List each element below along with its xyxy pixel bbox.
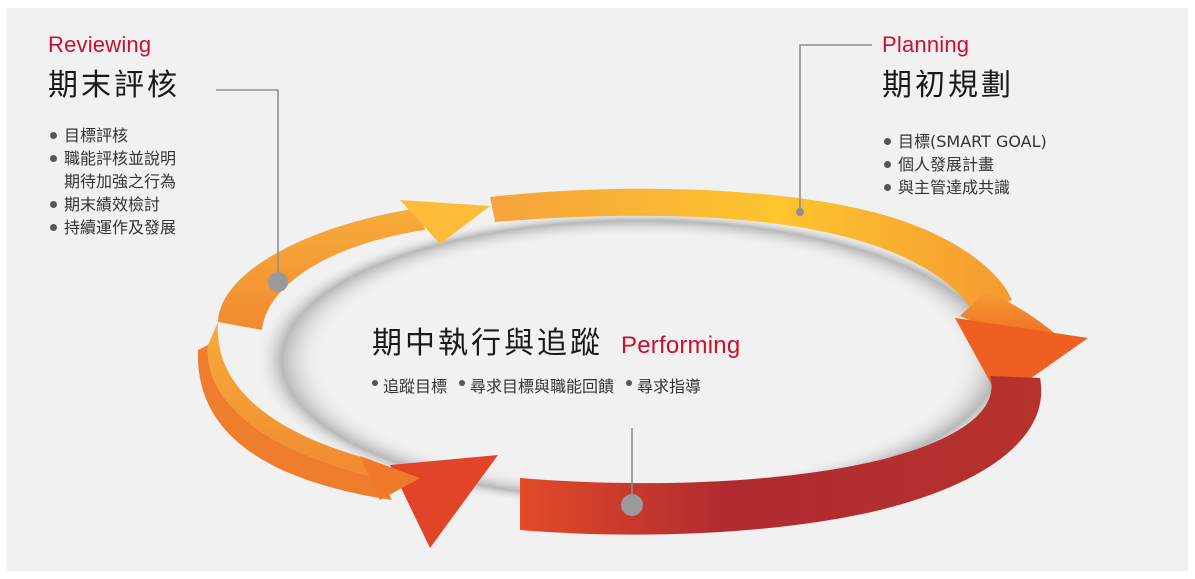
connector-reviewing [216, 89, 279, 282]
connector-dot-planning [796, 208, 804, 216]
reviewing-bullet-continued: 期待加強之行為 [64, 172, 177, 191]
reviewing-bullet: 持續運作及發展 [50, 216, 176, 239]
arrowhead-right [955, 318, 1088, 400]
arrowhead-left [360, 456, 420, 500]
reviewing-bullet: 期末績效檢討 [50, 193, 176, 216]
performing-bullet: 尋求目標與職能回饋 [459, 373, 614, 397]
arc-left-lower [197, 345, 392, 500]
reviewing-bullet: 目標評核 [50, 124, 176, 147]
planning-en-title: Planning [882, 32, 970, 57]
arrowhead-top-left [400, 200, 490, 244]
reviewing-en-title: Reviewing [48, 32, 152, 57]
performing-bullets: 追蹤目標 尋求目標與職能回饋 尋求指導 [372, 373, 701, 397]
planning-bullet: 個人發展計畫 [884, 153, 1047, 176]
reviewing-section: Reviewing 期末評核 [48, 32, 180, 104]
performing-en-title: Performing [621, 332, 741, 359]
planning-bullet: 目標(SMART GOAL) [884, 130, 1047, 153]
arc-bottom [520, 376, 1042, 535]
planning-bullets: 目標(SMART GOAL) 個人發展計畫 與主管達成共識 [884, 130, 1047, 199]
diagram-canvas [7, 8, 1188, 571]
cycle-diagram [197, 44, 1088, 548]
planning-bullet: 與主管達成共識 [884, 176, 1047, 199]
arc-left [207, 322, 380, 478]
connector-dot-performing [621, 494, 643, 516]
arrowhead-bottom-left [390, 455, 498, 548]
ring-shadow [255, 210, 1025, 510]
planning-section: Planning 期初規劃 [882, 32, 1014, 104]
reviewing-bullet: 職能評核並說明 [50, 147, 176, 170]
reviewing-zh-title: 期末評核 [48, 68, 180, 103]
arc-top-left [218, 208, 425, 330]
connector-planning [799, 44, 872, 212]
performing-bullet: 尋求指導 [626, 373, 701, 397]
arc-top [490, 188, 1012, 315]
performing-bullet: 追蹤目標 [372, 373, 447, 397]
reviewing-bullets: 目標評核 職能評核並說明 期待加強之行為 期末績效檢討 持續運作及發展 [50, 124, 176, 239]
planning-zh-title: 期初規劃 [882, 68, 1014, 103]
performing-section: 期中執行與追蹤 Performing [372, 318, 740, 362]
connector-dot-reviewing [268, 272, 288, 292]
performing-zh-title: 期中執行與追蹤 [372, 326, 603, 361]
